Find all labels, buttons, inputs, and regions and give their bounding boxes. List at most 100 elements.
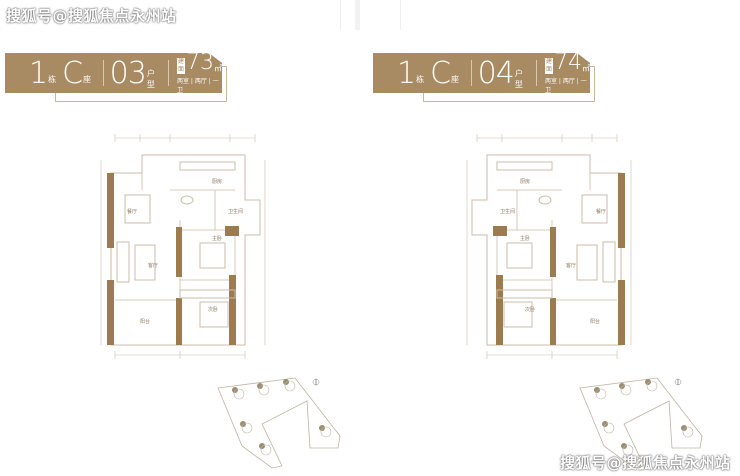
room-label-kitchen: 厨房 [212,179,223,185]
room-label-second: 次卧 [525,307,536,313]
structural-wall [618,173,625,248]
block-letter: C [430,55,451,91]
room-label-master: 主卧 [212,236,223,242]
block-unit: 座 [83,74,92,84]
unit-type-label: 户型 [514,69,523,89]
site-plan-right [579,377,703,469]
building-footprint [646,380,658,392]
unit-type-label: 户型 [146,69,155,89]
building-marker [319,425,325,431]
building-unit: 栋 [48,74,57,84]
room-label-bath: 卫生间 [500,209,516,215]
room-label-kitchen: 厨房 [520,179,531,185]
bed [199,301,229,328]
watermark-top: 搜狐号@搜狐焦点永州站 [6,7,177,25]
building-footprint [284,380,296,392]
building-marker [621,443,627,449]
area-unit: ㎡ [214,64,222,73]
divider [536,60,537,86]
dining-table [581,194,608,224]
building-footprint [241,422,253,434]
building-footprint [260,444,272,456]
building-marker [283,379,289,385]
area-label: 建面 [544,58,553,74]
block-letter: C [62,55,83,91]
unit-type: 03 [109,55,147,91]
structural-wall [229,275,236,345]
room-label-master: 主卧 [520,236,531,242]
structural-wall [550,298,556,345]
coffee-table [576,244,598,281]
dining-table [124,194,151,224]
kitchen-counter [179,161,236,171]
room-summary: 两室 | 两厅 | 一卫 [176,78,219,94]
interior-walls [496,155,617,345]
building-number: 1 [29,55,48,91]
site-outline [579,377,703,469]
structural-wall [618,280,625,345]
structural-wall [176,227,182,277]
structural-wall [225,226,239,236]
structural-wall [496,275,503,345]
building-footprint [682,426,694,438]
building-marker [232,387,238,393]
building-marker [619,383,625,389]
building-marker [602,421,608,427]
wardrobe [179,289,236,299]
structural-wall [176,298,182,345]
wardrobe [496,289,553,299]
bed [506,242,533,269]
room-label-living: 客厅 [566,263,577,269]
room-label-second: 次卧 [208,307,219,313]
sofa [116,241,130,283]
unit-outline [110,154,261,346]
structural-wall [550,227,556,277]
building-footprint [595,388,607,400]
block-unit: 座 [451,74,460,84]
building-footprint [603,422,615,434]
building-footprint [320,426,332,438]
building-marker [645,379,651,385]
room-label-balcony: 阳台 [140,319,151,325]
building-marker [594,387,600,393]
site-outline [217,377,341,469]
watermark-bottom: 搜狐号@搜狐焦点永州站 [560,454,731,472]
building-number: 1 [397,55,416,91]
floor-plan-04 [466,134,632,359]
divider [103,60,104,86]
structural-wall [107,173,114,248]
building-unit: 栋 [416,74,425,84]
room-summary: 两室 | 两厅 | 一卫 [544,78,587,94]
kitchen-counter [496,161,553,171]
structural-wall [107,280,114,345]
room-label-dining: 餐厅 [127,209,138,215]
building-footprint [258,384,270,396]
bed [503,301,533,328]
divider [471,60,472,86]
coffee-table [134,244,156,281]
site-plan-left [217,377,341,469]
building-marker [259,443,265,449]
area-label: 建面 [176,58,185,74]
room-label-balcony: 阳台 [590,319,601,325]
divider [168,60,169,86]
unit-type: 04 [477,55,515,91]
building-footprint [233,388,245,400]
room-label-living: 客厅 [148,263,159,269]
area-value: 73 [186,50,214,75]
bed [199,242,226,269]
wash-basin [538,195,552,205]
area-value: 74 [554,50,582,75]
room-label-dining: 餐厅 [596,209,607,215]
building-marker [681,425,687,431]
room-label-bath: 卫生间 [228,209,244,215]
decor-line [400,0,401,30]
unit-outline [471,154,622,346]
building-marker [257,383,263,389]
floor-plan-03 [100,134,266,359]
